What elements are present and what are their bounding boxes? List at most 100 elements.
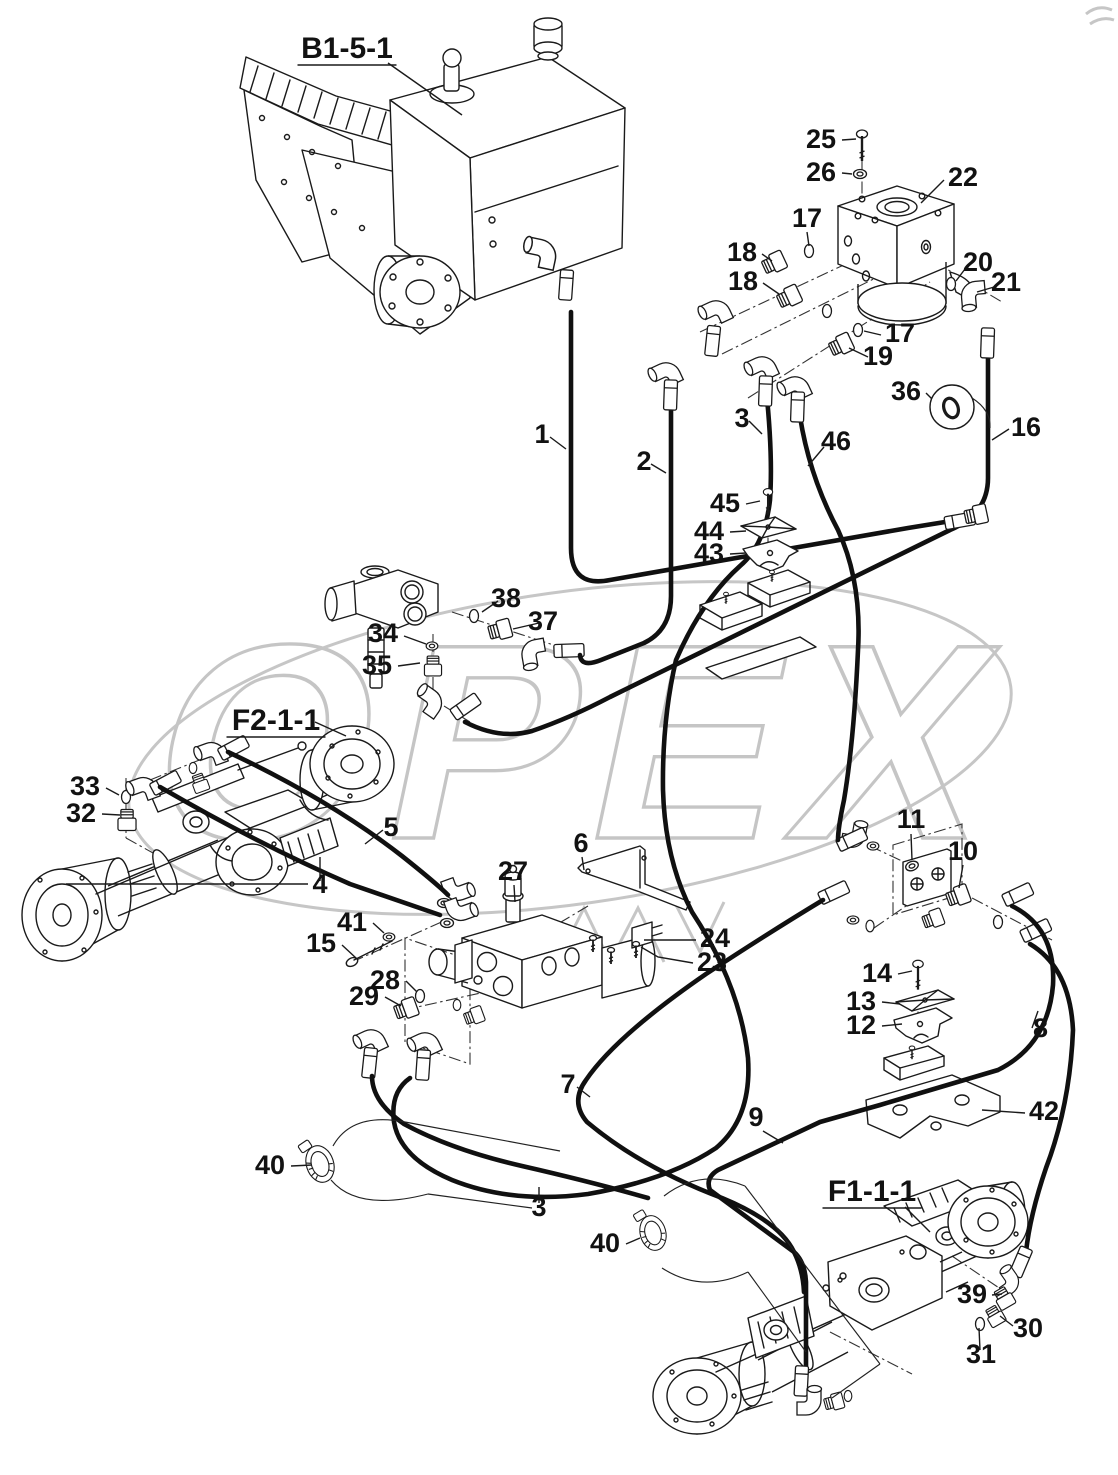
hydraulic-tank-part-part bbox=[305, 194, 313, 202]
rear-axle-part bbox=[763, 1319, 789, 1341]
leader-line bbox=[920, 179, 945, 204]
center-valve-block-part bbox=[508, 864, 518, 874]
callout-44: 44 bbox=[694, 516, 724, 546]
leader-line bbox=[314, 721, 347, 737]
center-valve-block-part bbox=[564, 947, 580, 967]
hydraulic-tank-part-part bbox=[308, 148, 316, 156]
hydraulic-tank-part-part bbox=[330, 208, 338, 216]
steering-unit-part-part bbox=[920, 239, 932, 255]
steering-unit-part bbox=[857, 282, 947, 322]
front-axle-part-part bbox=[81, 947, 87, 953]
leader-line bbox=[976, 286, 995, 293]
fitting-icon bbox=[821, 303, 833, 319]
leader-line bbox=[512, 622, 540, 630]
detail-circle-36-part bbox=[941, 396, 961, 420]
callout-40a: 40 bbox=[255, 1150, 285, 1180]
rear-axle-part-part bbox=[839, 1272, 847, 1280]
leader-line bbox=[729, 530, 747, 533]
leader-line bbox=[848, 347, 869, 358]
callout-27: 27 bbox=[498, 856, 528, 886]
rear-axle-part bbox=[963, 1187, 1019, 1255]
hose-clamp-assembly-part bbox=[705, 636, 817, 680]
clamp-leader-curves-part bbox=[661, 1267, 749, 1283]
clamp-leader-curves bbox=[330, 1119, 881, 1399]
hose-2 bbox=[577, 401, 674, 666]
priority-valve-part bbox=[404, 584, 420, 600]
front-axle-part-part bbox=[325, 775, 331, 781]
leader-line bbox=[925, 392, 933, 400]
front-axle-part-part bbox=[355, 729, 361, 735]
front-axle-part bbox=[297, 741, 307, 751]
clamp-leader-curves-part bbox=[330, 1179, 429, 1202]
leader-line bbox=[863, 330, 882, 336]
tank-flange-part bbox=[444, 304, 452, 312]
callout-3b: 3 bbox=[531, 1192, 546, 1222]
callout-22: 22 bbox=[948, 162, 978, 192]
centerlines-part bbox=[892, 823, 963, 916]
fitting-icon bbox=[452, 998, 462, 1012]
hydraulic-tank-part bbox=[258, 114, 366, 232]
leader-line bbox=[910, 833, 913, 861]
clamp-leader-curves-part bbox=[744, 1185, 881, 1365]
fitting-19 bbox=[826, 331, 856, 359]
hydraulic-tank-part-part bbox=[488, 216, 496, 224]
front-axle-part bbox=[104, 857, 132, 931]
valve-sleeve-b bbox=[414, 1048, 432, 1082]
leader-line bbox=[999, 1315, 1014, 1327]
callout-42: 42 bbox=[1029, 1096, 1059, 1126]
callout-1: 1 bbox=[534, 419, 549, 449]
nut-41 bbox=[382, 932, 396, 942]
front-axle-part-part bbox=[255, 887, 261, 893]
callout-34: 34 bbox=[368, 618, 398, 648]
bolt-25 bbox=[855, 128, 869, 163]
leader-line bbox=[105, 787, 120, 796]
hydraulic-tank-part-part bbox=[258, 114, 266, 122]
fitting-icon bbox=[188, 761, 198, 775]
clamp-stack-part bbox=[895, 989, 955, 1012]
center-valve-block bbox=[345, 845, 691, 1082]
clamp-stack bbox=[865, 959, 1001, 1139]
leader-line bbox=[762, 282, 780, 295]
rear-axle-part-part bbox=[669, 1369, 675, 1375]
callout-39: 39 bbox=[957, 1279, 987, 1309]
leader-line bbox=[978, 1327, 981, 1351]
callout-31: 31 bbox=[966, 1339, 996, 1369]
washer-26 bbox=[852, 168, 868, 180]
fitting-icon bbox=[439, 917, 455, 929]
clamp-leader-curves-part bbox=[427, 1193, 533, 1209]
priority-valve-part bbox=[324, 587, 338, 621]
leader-line bbox=[981, 1109, 1026, 1114]
leader-line bbox=[372, 922, 385, 934]
fitting-10b bbox=[920, 906, 946, 932]
leader-line bbox=[403, 635, 427, 645]
leader-line bbox=[729, 552, 747, 555]
leader-line bbox=[748, 420, 763, 435]
callout-13: 13 bbox=[846, 986, 876, 1016]
callout-18b: 18 bbox=[728, 266, 758, 296]
front-axle-part-part bbox=[37, 877, 43, 883]
oring-38 bbox=[468, 608, 480, 624]
hydraulic-tank bbox=[239, 17, 626, 335]
tank-flange-part bbox=[405, 279, 435, 305]
leader-line bbox=[807, 446, 825, 467]
leader-line bbox=[745, 500, 761, 505]
leader-line bbox=[841, 172, 853, 175]
rear-axle-part bbox=[909, 1244, 927, 1260]
leader-line bbox=[341, 944, 357, 959]
fitting-icon bbox=[461, 1004, 487, 1028]
callout-16: 16 bbox=[1011, 412, 1041, 442]
valve-sleeve-a bbox=[360, 1046, 379, 1080]
callout-38: 38 bbox=[491, 583, 521, 613]
leader-line bbox=[761, 253, 773, 262]
rear-axle-part-part bbox=[709, 1421, 715, 1427]
callout-25: 25 bbox=[806, 124, 836, 154]
hose-clamp-assembly-part bbox=[759, 561, 779, 567]
hose-bracket bbox=[816, 817, 1053, 944]
callout-3a: 3 bbox=[734, 403, 749, 433]
fitting-29 bbox=[391, 995, 421, 1023]
clamp-leader-curves-part bbox=[404, 1121, 561, 1152]
ref-label-f2-1-1: F2-1-1 bbox=[232, 704, 320, 737]
leader-line bbox=[576, 1086, 591, 1098]
front-axle-part bbox=[237, 747, 299, 771]
center-valve-block-part bbox=[473, 975, 483, 985]
